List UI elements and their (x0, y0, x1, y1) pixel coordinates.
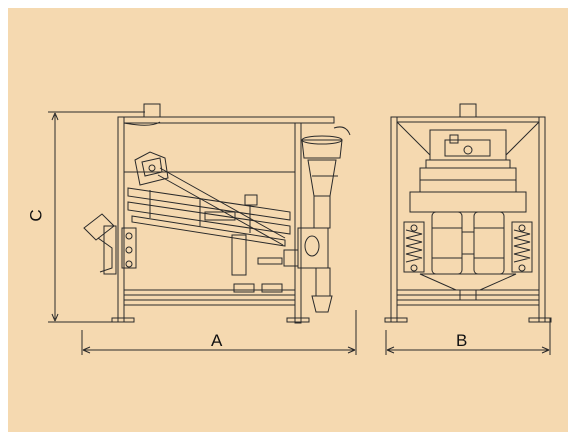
screen-deck (127, 167, 291, 276)
feed-hopper (123, 121, 169, 186)
end-chute (419, 273, 517, 301)
end-frame (384, 103, 552, 323)
end-drums (431, 211, 505, 275)
drive-motor (83, 213, 137, 275)
side-frame (111, 103, 335, 324)
dimension-a (81, 310, 357, 355)
side-base-blocks (233, 257, 283, 293)
dimension-b-label: B (456, 331, 468, 350)
end-view (384, 103, 552, 355)
dimension-b (385, 318, 551, 355)
side-view (48, 103, 357, 355)
dimension-a-label: A (211, 331, 223, 350)
outlet-column (283, 126, 351, 313)
end-hopper (409, 129, 527, 213)
dimension-c-label: C (26, 209, 46, 222)
end-springs (403, 221, 533, 273)
